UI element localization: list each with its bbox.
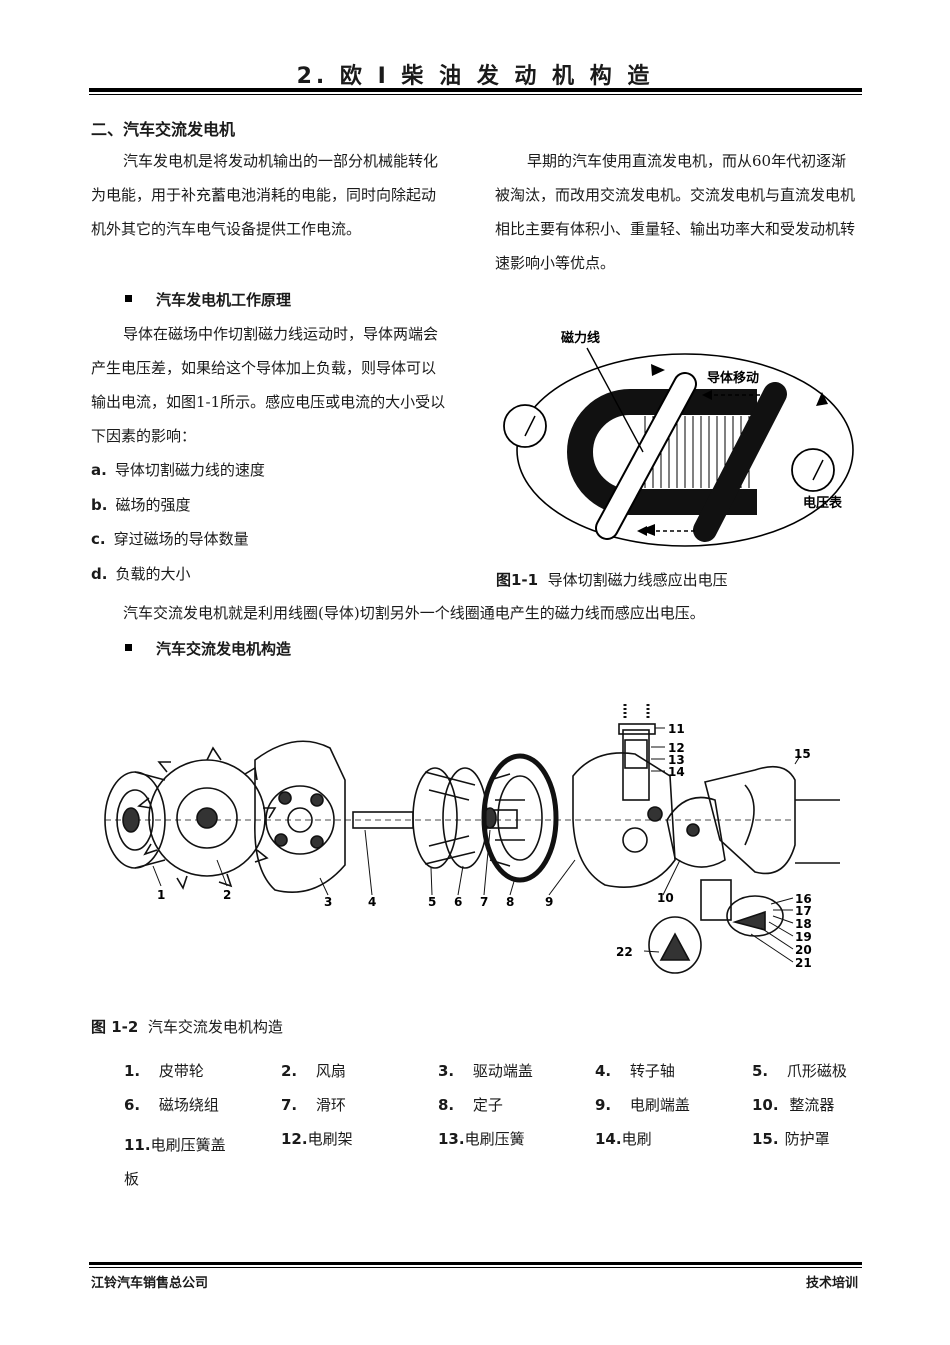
flux-label: 磁力线 — [561, 330, 600, 346]
part-item: 9. 电刷端盖 — [595, 1096, 690, 1114]
callout-label: 1 — [157, 888, 165, 902]
arrow-icon — [651, 364, 665, 376]
intro-right-para: 早期的汽车使用直流发电机，而从60年代初逐渐被淘汰，而改用交流发电机。交流发电机… — [495, 152, 856, 272]
figure2-caption-num: 图 1-2 — [91, 1018, 139, 1036]
meter-right-icon — [791, 448, 835, 492]
callout-label: 18 — [795, 917, 812, 931]
intro-right: 早期的汽车使用直流发电机，而从60年代初逐渐被淘汰，而改用交流发电机。交流发电机… — [495, 144, 855, 280]
part-item: 12.电刷架 — [281, 1130, 353, 1148]
principle-heading: 汽车发电机工作原理 — [125, 289, 291, 310]
callout-label: 20 — [795, 943, 812, 957]
parts-legend: 1. 皮带轮 2. 风扇 3. 驱动端盖 4. 转子轴 5. 爪形磁极 6. 磁… — [124, 1062, 847, 1188]
factor-item: a. 导体切割磁力线的速度 — [91, 459, 265, 480]
callout-label: 15 — [794, 747, 811, 761]
callout-label: 8 — [506, 895, 514, 909]
page-title: 2. 欧 I 柴 油 发 动 机 构 造 — [296, 64, 654, 89]
part-item: 6. 磁场绕组 — [124, 1096, 219, 1114]
protective-cover-part — [704, 765, 840, 875]
factor-text: 磁场的强度 — [115, 496, 191, 514]
factor-key: d. — [91, 565, 108, 583]
figure2-caption: 图 1-2 汽车交流发电机构造 — [91, 1016, 283, 1037]
arrow-icon — [640, 524, 655, 536]
brush-end-housing-part — [572, 729, 676, 888]
conductor-solid — [693, 382, 787, 542]
inset-detail-part — [648, 879, 784, 974]
header-rule — [89, 88, 862, 92]
part-item: 1. 皮带轮 — [124, 1062, 204, 1080]
structure-heading: 汽车交流发电机构造 — [125, 638, 291, 659]
meter-left-icon — [503, 404, 547, 448]
callout-label: 4 — [368, 895, 376, 909]
principle-heading-text: 汽车发电机工作原理 — [156, 291, 292, 309]
flux-leader-line — [586, 347, 644, 453]
part-item: 5. 爪形磁极 — [752, 1062, 847, 1080]
factor-item: c. 穿过磁场的导体数量 — [91, 528, 249, 549]
footer-department: 技术培训 — [805, 1276, 858, 1291]
factor-text: 穿过磁场的导体数量 — [113, 530, 249, 548]
brush-holder-part — [618, 704, 656, 769]
callout-label: 12 — [668, 741, 685, 755]
figure2-caption-text: 汽车交流发电机构造 — [147, 1018, 283, 1036]
drive-end-housing-part — [254, 740, 346, 893]
part-item: 4. 转子轴 — [595, 1062, 675, 1080]
header-rule-thin — [89, 94, 862, 95]
figure1-caption-num: 图1-1 — [496, 571, 539, 589]
figure-alternator-exploded: 1 2 3 4 5 6 7 8 9 10 11 12 13 14 15 16 1… — [104, 704, 840, 974]
part-item: 8. 定子 — [438, 1096, 503, 1114]
part-item: 2. 风扇 — [281, 1062, 346, 1080]
pulley-part — [104, 771, 166, 869]
part-item: 13.电刷压簧 — [438, 1130, 525, 1148]
factor-item: d. 负载的大小 — [91, 563, 190, 584]
figure-induction-diagram: 磁力线 导体移动 电压表 — [503, 330, 854, 547]
callout-label: 7 — [480, 895, 488, 909]
footer-company: 江铃汽车销售总公司 — [91, 1276, 209, 1291]
callout-label: 10 — [657, 891, 674, 905]
principle-body: 导体在磁场中作切割磁力线运动时，导体两端会产生电压差，如果给这个导体加上负载，则… — [91, 317, 447, 453]
summary-line: 汽车交流发电机就是利用线圈(导体)切割另外一个线圈通电产生的磁力线而感应出电压。 — [123, 604, 705, 622]
callout-label: 21 — [795, 956, 812, 970]
part-item: 10. 整流器 — [752, 1096, 835, 1114]
callout-label: 16 — [795, 892, 812, 906]
section-heading: 二、汽车交流发电机 — [91, 120, 236, 139]
factor-key: c. — [91, 530, 106, 548]
callout-label: 22 — [616, 945, 633, 959]
part-item: 15.防护罩 — [752, 1130, 830, 1148]
intro-left-para: 汽车发电机是将发动机输出的一部分机械能转化为电能，用于补充蓄电池消耗的电能，同时… — [91, 152, 439, 238]
arrow-icon — [816, 392, 828, 406]
principle-para: 导体在磁场中作切割磁力线运动时，导体两端会产生电压差，如果给这个导体加上负载，则… — [91, 325, 446, 445]
part-item: 3. 驱动端盖 — [438, 1062, 533, 1080]
factor-key: b. — [91, 496, 108, 514]
footer-rule-thin — [89, 1267, 862, 1268]
bullet-square-icon — [125, 644, 132, 651]
callout-label: 17 — [795, 904, 812, 918]
structure-heading-text: 汽车交流发电机构造 — [156, 640, 292, 658]
callout-label: 3 — [324, 895, 332, 909]
figure1-caption: 图1-1 导体切割磁力线感应出电压 — [496, 569, 728, 590]
factor-text: 负载的大小 — [115, 565, 191, 583]
move-label: 导体移动 — [707, 370, 759, 386]
rectifier-part — [666, 796, 726, 868]
callout-leaders — [152, 727, 801, 963]
part-item: 11.电刷压簧盖板 — [124, 1136, 226, 1188]
callout-label: 11 — [668, 722, 685, 736]
meter-label: 电压表 — [803, 495, 843, 511]
callout-label: 19 — [795, 930, 812, 944]
factor-item: b. 磁场的强度 — [91, 494, 190, 515]
callout-label: 5 — [428, 895, 436, 909]
callout-label: 2 — [223, 888, 231, 902]
stator-part — [481, 753, 559, 883]
factor-key: a. — [91, 461, 107, 479]
callout-label: 6 — [454, 895, 462, 909]
intro-left: 汽车发电机是将发动机输出的一部分机械能转化为电能，用于补充蓄电池消耗的电能，同时… — [91, 144, 447, 246]
part-item: 7. 滑环 — [281, 1096, 346, 1114]
footer-rule — [89, 1262, 862, 1265]
factor-text: 导体切割磁力线的速度 — [114, 461, 265, 479]
callout-label: 13 — [668, 753, 685, 767]
field-line-ellipse — [516, 353, 854, 547]
part-item: 14.电刷 — [595, 1130, 652, 1148]
bullet-square-icon — [125, 295, 132, 302]
figure1-caption-text: 导体切割磁力线感应出电压 — [547, 571, 728, 589]
callout-label: 14 — [668, 765, 685, 779]
callout-label: 9 — [545, 895, 553, 909]
